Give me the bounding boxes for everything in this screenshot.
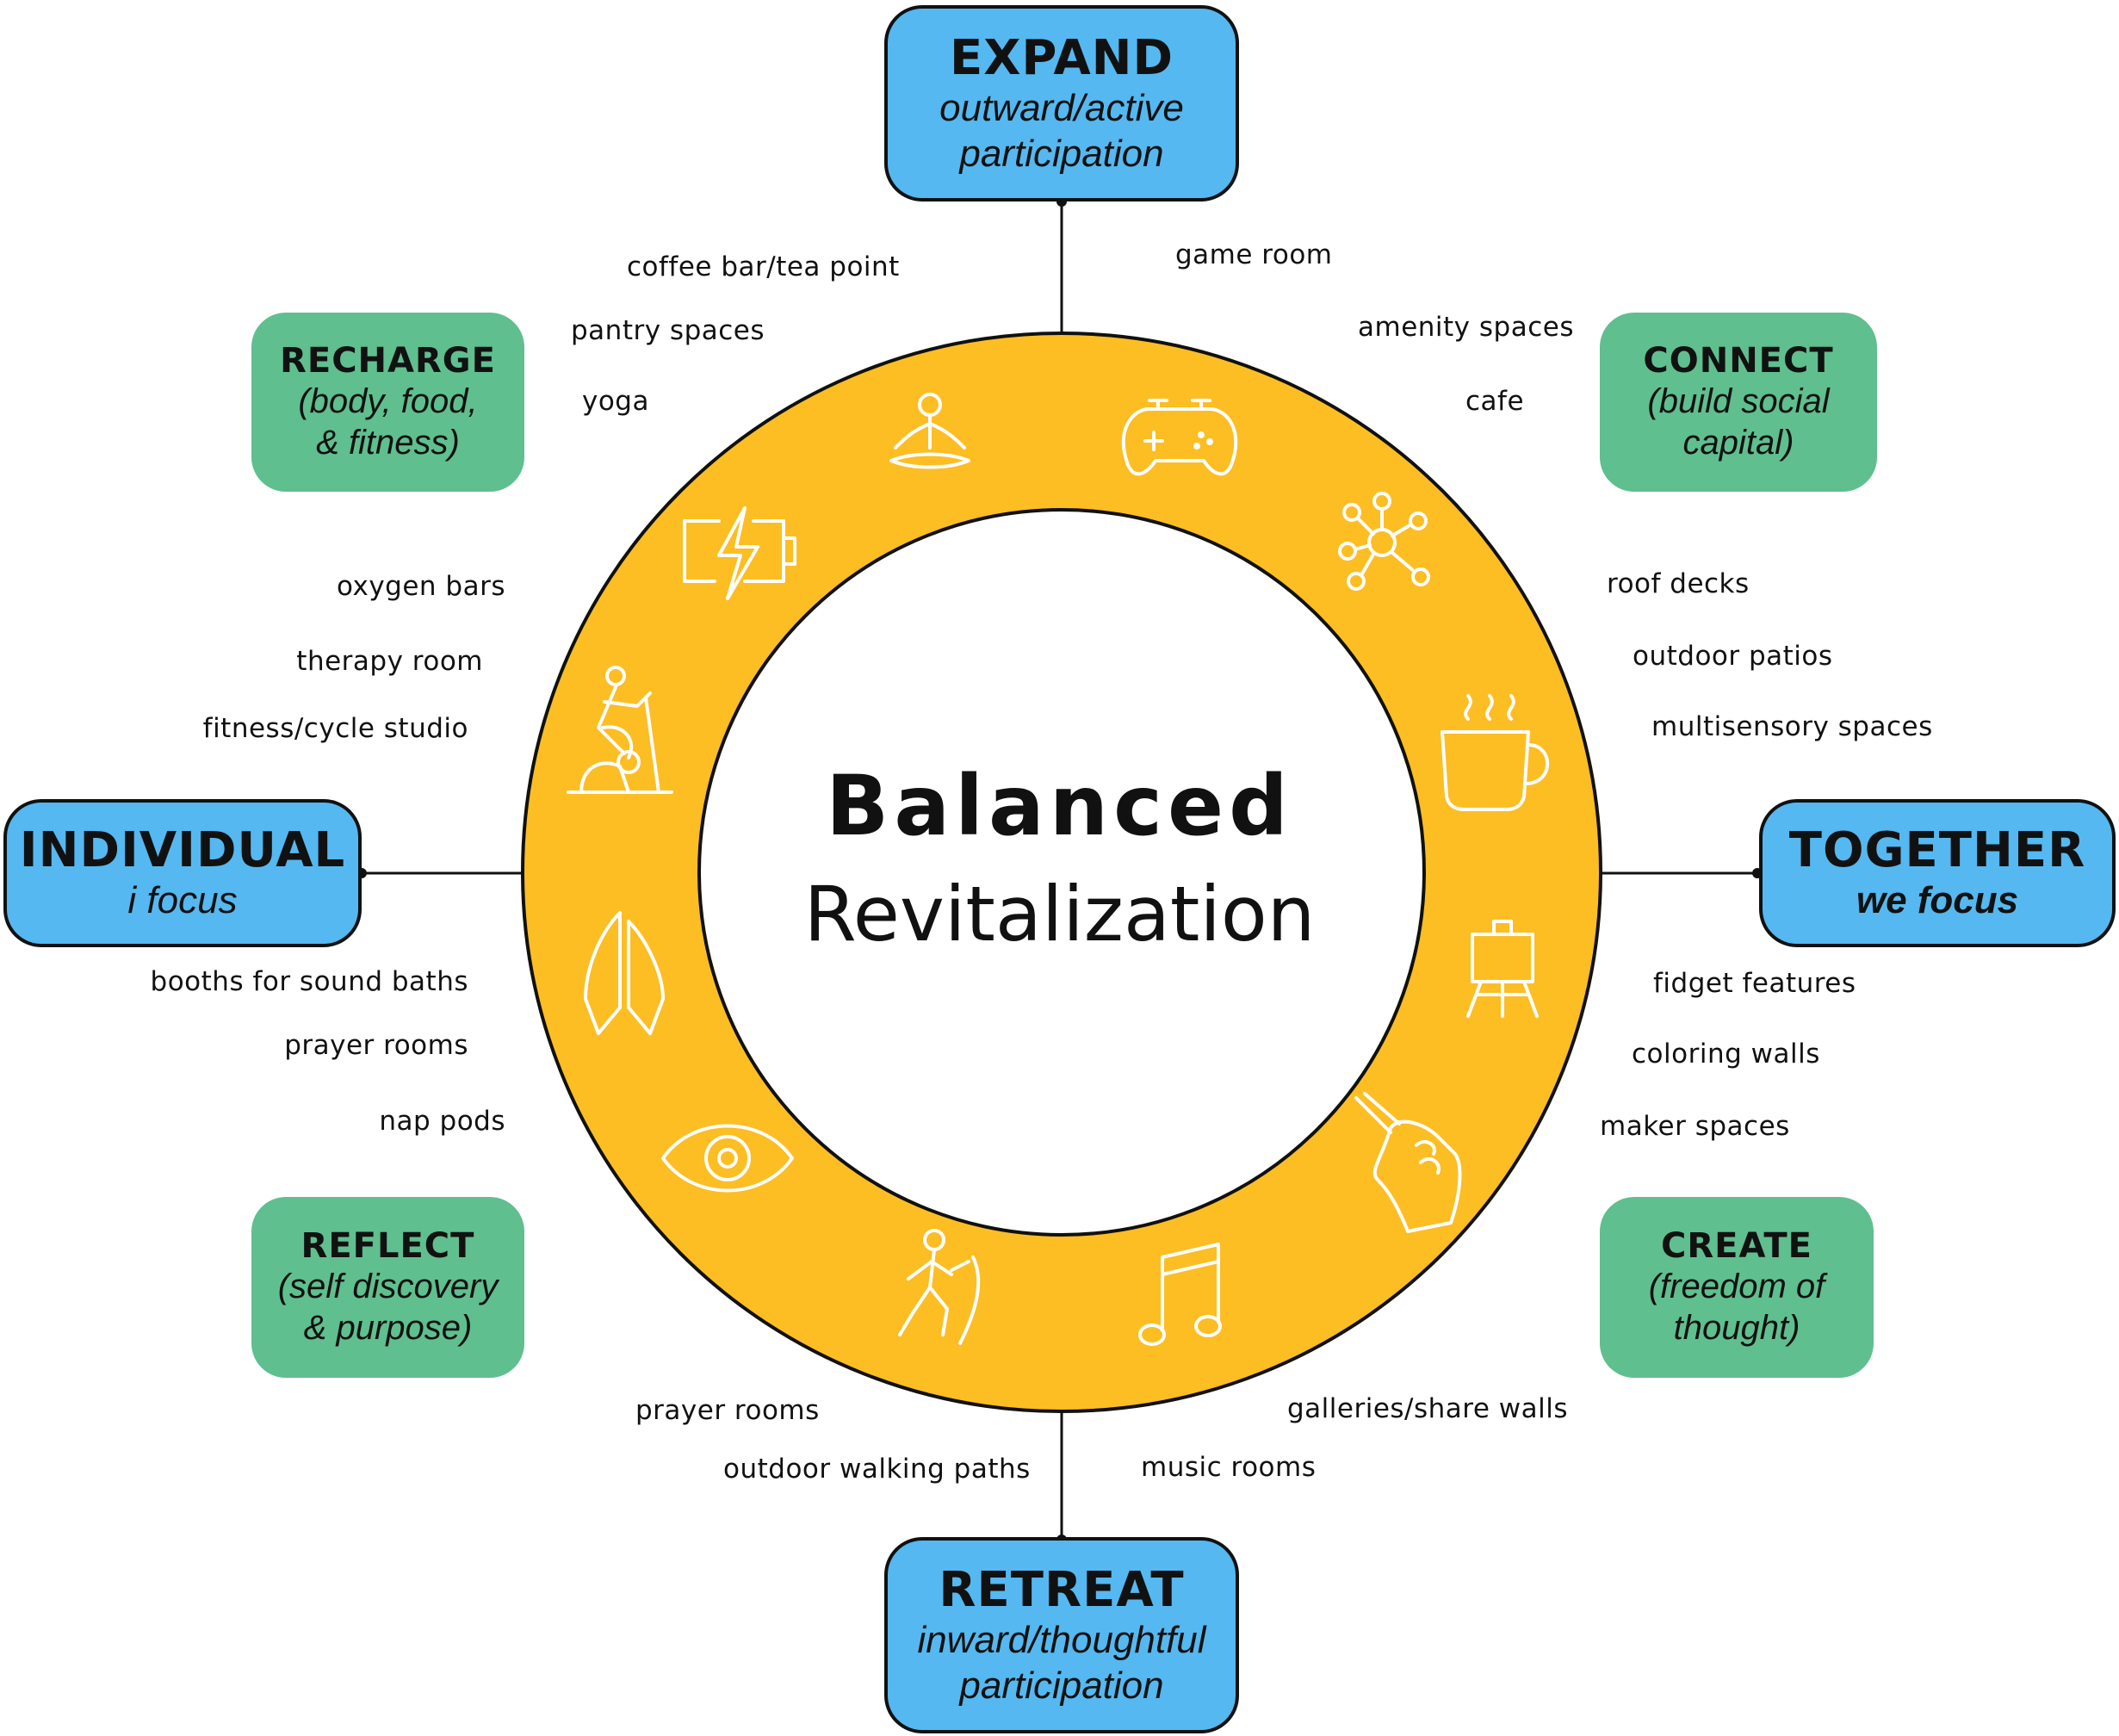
label-music-rooms: music rooms (1141, 1452, 1317, 1483)
create-box: CREATE (freedom of thought) (1600, 1197, 1874, 1378)
individual-title: INDIVIDUAL (19, 822, 346, 879)
label-game-room: game room (1175, 239, 1333, 270)
connector-lines (362, 200, 1757, 1540)
inner-circle (697, 508, 1426, 1237)
retreat-subtitle: inward/thoughtful participation (917, 1618, 1206, 1707)
label-roof-decks: roof decks (1607, 568, 1750, 599)
label-oxygen-bars: oxygen bars (336, 571, 505, 602)
yoga-icon (889, 393, 970, 469)
together-title: TOGETHER (1788, 822, 2086, 879)
label-fidget-features: fidget features (1653, 968, 1856, 999)
reflect-title: REFLECT (301, 1226, 475, 1266)
connect-subtitle: (build social capital) (1647, 382, 1830, 462)
easel-icon (1466, 920, 1539, 1018)
label-fitness-studio: fitness/cycle studio (202, 713, 468, 744)
network-icon (1338, 492, 1430, 591)
exercise-bike-icon (567, 666, 673, 794)
label-galleries: galleries/share walls (1287, 1393, 1569, 1424)
label-prayer-rooms-bottom: prayer rooms (635, 1395, 820, 1426)
label-multisensory-spaces: multisensory spaces (1651, 711, 1933, 742)
label-therapy-room: therapy room (296, 646, 483, 677)
label-pantry-spaces: pantry spaces (571, 315, 765, 346)
create-subtitle: (freedom of thought) (1648, 1268, 1825, 1347)
hiker-icon (898, 1229, 981, 1345)
recharge-title: RECHARGE (280, 341, 496, 381)
expand-subtitle: outward/active participation (939, 86, 1184, 175)
connect-box: CONNECT (build social capital) (1600, 313, 1877, 492)
label-sound-baths: booths for sound baths (150, 966, 468, 997)
recharge-box: RECHARGE (body, food, & fitness) (251, 313, 524, 492)
label-coffee-bar: coffee bar/tea point (627, 251, 900, 282)
recharge-subtitle: (body, food, & fitness) (298, 382, 478, 462)
label-outdoor-patios: outdoor patios (1633, 641, 1833, 672)
battery-charge-icon (683, 506, 796, 600)
retreat-title: RETREAT (939, 1561, 1185, 1618)
drawing-hand-icon (1354, 1092, 1462, 1233)
label-cafe: cafe (1465, 386, 1525, 417)
eye-icon (661, 1124, 794, 1193)
reflect-subtitle: (self discovery & purpose) (277, 1268, 499, 1347)
label-maker-spaces: maker spaces (1600, 1111, 1790, 1142)
center-subtitle: Revitalization (803, 870, 1316, 958)
game-controller-icon (1121, 399, 1238, 476)
create-title: CREATE (1661, 1226, 1812, 1266)
expand-box: EXPAND outward/active participation (884, 5, 1239, 202)
praying-hands-icon (584, 911, 665, 1035)
together-box: TOGETHER we focus (1759, 799, 2116, 947)
label-prayer-rooms-left: prayer rooms (284, 1030, 468, 1061)
label-coloring-walls: coloring walls (1632, 1038, 1820, 1070)
label-walking-paths: outdoor walking paths (723, 1454, 1031, 1485)
center-title: Balanced (826, 758, 1293, 854)
label-amenity-spaces: amenity spaces (1358, 312, 1574, 343)
expand-title: EXPAND (949, 29, 1174, 86)
label-nap-pods: nap pods (379, 1106, 505, 1137)
individual-subtitle: i focus (127, 879, 238, 922)
music-note-icon (1138, 1243, 1222, 1346)
label-yoga: yoga (582, 386, 649, 417)
retreat-box: RETREAT inward/thoughtful participation (884, 1537, 1239, 1733)
individual-box: INDIVIDUAL i focus (3, 799, 362, 947)
coffee-cup-icon (1441, 694, 1550, 811)
reflect-box: REFLECT (self discovery & purpose) (251, 1197, 524, 1378)
together-subtitle: we focus (1856, 879, 2019, 922)
connect-title: CONNECT (1643, 341, 1834, 381)
